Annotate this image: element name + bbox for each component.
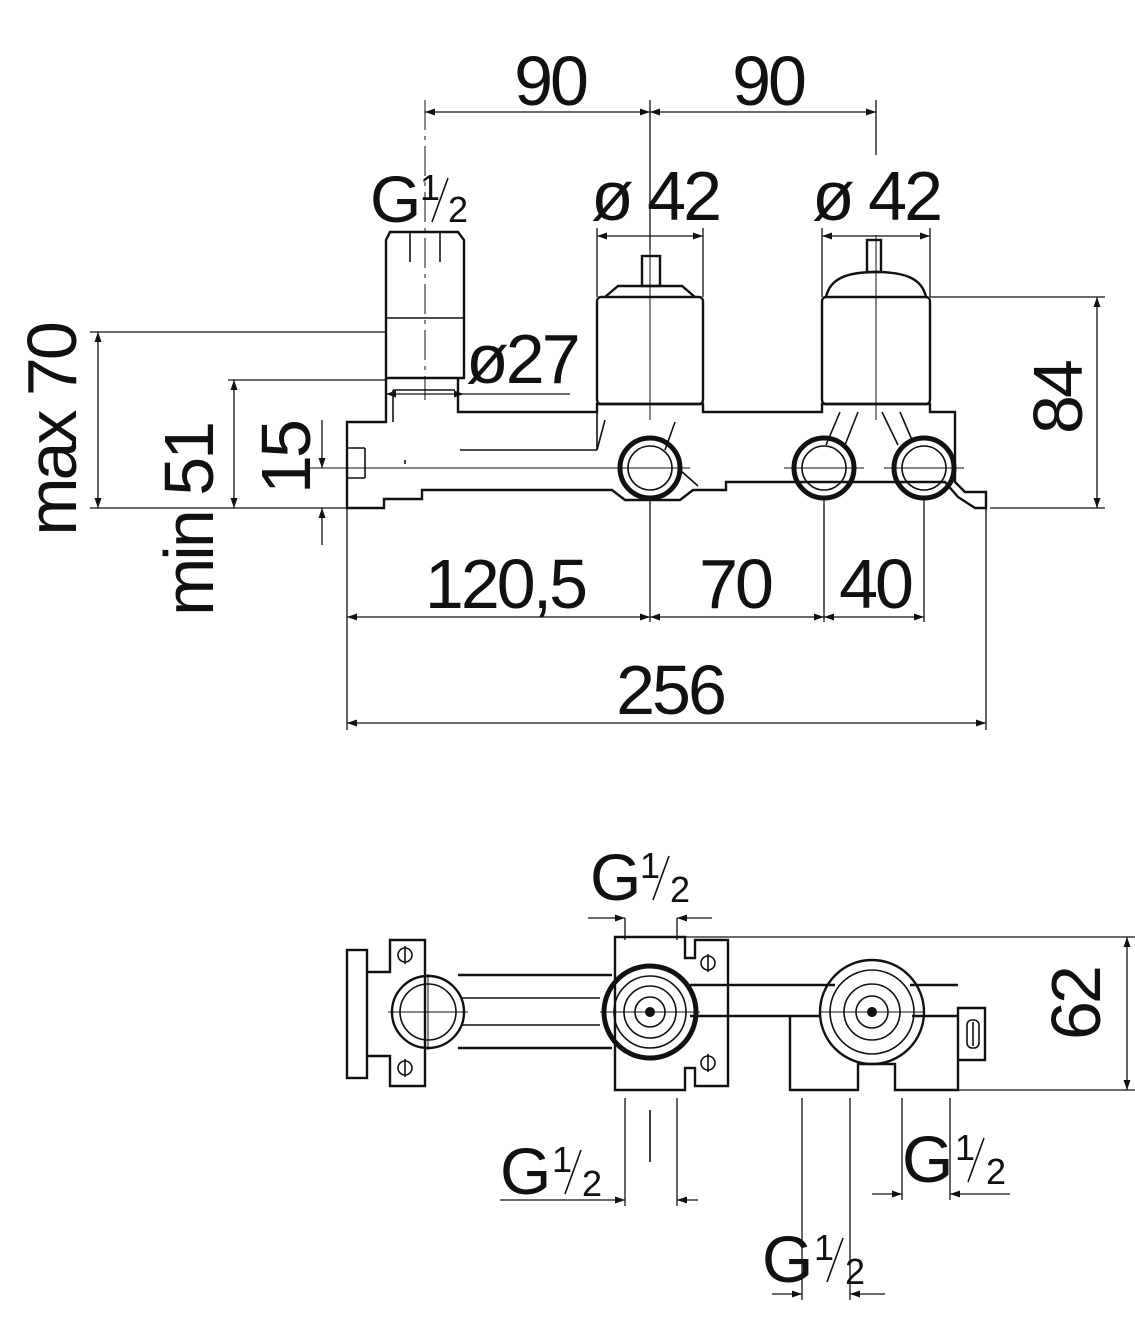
svg-text:1: 1 <box>420 167 440 208</box>
body-inner-details <box>347 389 913 487</box>
dim-90-left: 90 <box>514 42 587 120</box>
svg-text:ø 42: ø 42 <box>591 157 719 235</box>
outlet-port-2 <box>784 435 864 501</box>
svg-text:G: G <box>590 840 637 914</box>
center-body <box>613 935 730 1092</box>
connecting-pipes <box>458 973 958 1050</box>
dim-max-70: max 70 <box>13 323 386 536</box>
dim-dia-27: ø27 <box>386 320 581 398</box>
svg-text:84: 84 <box>1019 361 1097 434</box>
svg-text:min 51: min 51 <box>150 424 228 616</box>
svg-text:2: 2 <box>845 1251 865 1292</box>
inlet-pipe <box>384 100 466 400</box>
svg-text:G: G <box>500 1134 547 1208</box>
dim-90-pair: 90 90 <box>425 42 877 250</box>
right-body <box>788 1006 987 1092</box>
cartridge-2-top <box>818 958 926 1066</box>
dim-62: 62 <box>685 936 1135 1091</box>
svg-text:62: 62 <box>1037 968 1115 1040</box>
svg-text:G: G <box>902 1122 949 1196</box>
svg-text:15: 15 <box>247 422 325 494</box>
dim-256: 256 <box>616 651 724 729</box>
svg-text:2: 2 <box>582 1163 602 1204</box>
valve-body-outline <box>345 378 988 510</box>
svg-text:1: 1 <box>955 1127 975 1168</box>
svg-text:2: 2 <box>986 1151 1006 1192</box>
dim-120-5: 120,5 <box>425 545 585 623</box>
front-view: 90 90 G 1 2 ø 42 ø 42 ø27 <box>13 42 1105 730</box>
thread-label-bottom-center: G 1 2 <box>762 1098 885 1300</box>
svg-text:ø27: ø27 <box>466 320 578 398</box>
thread-label-bottom-left: G 1 2 <box>500 1098 698 1208</box>
dim-40: 40 <box>839 545 912 623</box>
svg-text:1: 1 <box>814 1227 834 1268</box>
thread-label-top-view: G 1 2 <box>588 840 712 940</box>
thread-label-top: G 1 2 <box>370 162 468 236</box>
cartridge-1-top <box>600 963 700 1061</box>
thread-label-bottom-right: G 1 2 <box>872 1098 1010 1200</box>
svg-text:1: 1 <box>552 1139 572 1180</box>
svg-text:2: 2 <box>670 869 690 910</box>
svg-text:ø 42: ø 42 <box>812 157 940 235</box>
dim-dia-42-right: ø 42 <box>812 157 943 297</box>
mounting-bracket-left <box>345 938 468 1088</box>
cartridge-right <box>820 235 932 420</box>
svg-text:2: 2 <box>448 189 468 230</box>
svg-text:max 70: max 70 <box>13 323 91 536</box>
svg-text:1: 1 <box>640 845 660 886</box>
dim-70: 70 <box>699 545 772 623</box>
dim-90-right: 90 <box>732 42 805 120</box>
top-view: 62 G 1 2 G 1 2 <box>345 840 1135 1300</box>
dim-bottom-chain: 120,5 70 40 256 <box>346 498 987 730</box>
dim-15: 15 <box>247 420 326 545</box>
cartridge-left <box>595 240 705 420</box>
dim-dia-42-left: ø 42 <box>591 157 722 297</box>
svg-text:G: G <box>370 162 417 236</box>
svg-text:G: G <box>762 1222 809 1296</box>
dim-min-51: min 51 <box>150 379 386 616</box>
dim-84: 84 <box>930 296 1105 509</box>
